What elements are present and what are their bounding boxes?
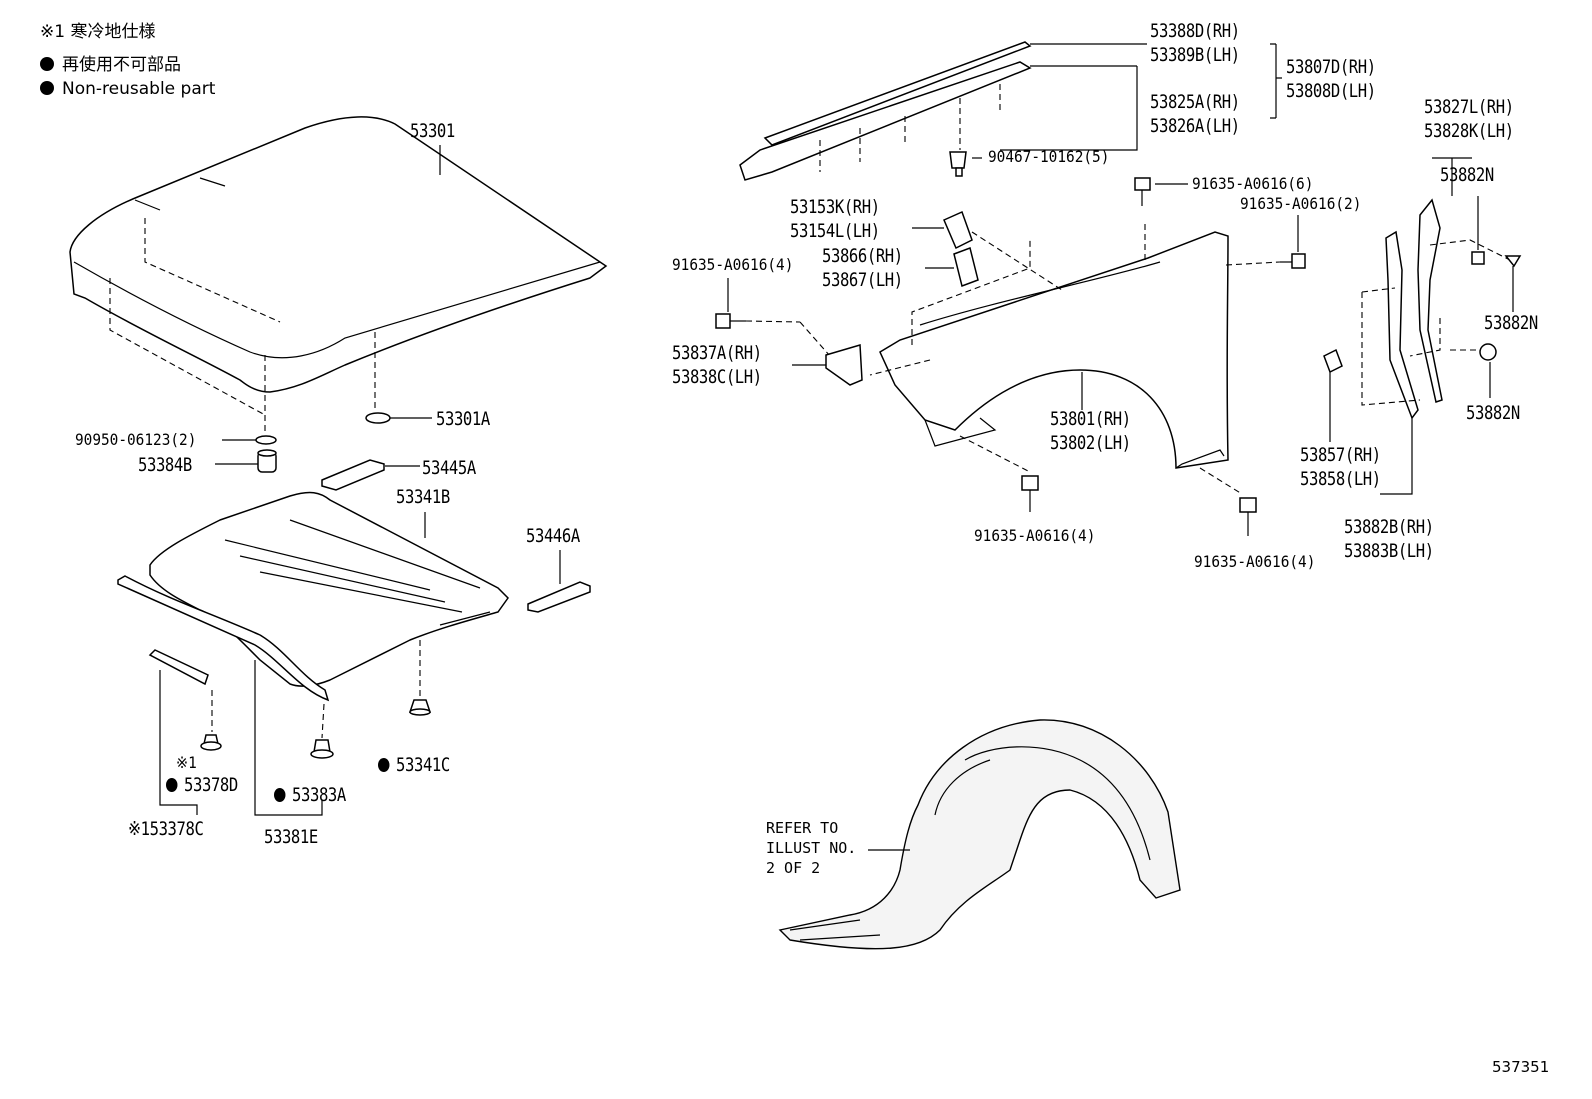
label-bracket-53445a[interactable]: 53445A [422,457,476,479]
label-bracket-53154l[interactable]: 53154L(LH) [790,220,880,242]
clip-53383a-shape[interactable] [310,739,334,759]
clip-53882n-3-shape[interactable] [1479,343,1497,361]
seal-53857-clip-shape[interactable] [1323,348,1343,374]
label-clip-53341c[interactable]: 53341C [378,754,450,776]
label-clip-n1[interactable]: 53882N [1440,164,1494,186]
bolt-91635-6-shape[interactable] [1134,177,1151,206]
label-liner-rh[interactable]: 53827L(RH) [1424,96,1514,118]
note-cold-spec: ※1 寒冷地仕様 [40,22,156,42]
label-clip-90467[interactable]: 90467-10162(5) [988,147,1110,166]
bolt-91635-2-shape[interactable] [1280,253,1306,269]
hood-seal-53381e[interactable] [117,575,330,702]
label-hood-clip[interactable]: 90950-06123(2) [75,430,197,449]
label-bracket-53446a[interactable]: 53446A [526,525,580,547]
bracket-53866-shape[interactable] [953,247,979,287]
label-seal-53381e[interactable]: 53381E [264,826,318,848]
note-nonreusable-ja: 再使用不可部品 [40,53,181,77]
label-clip-53383a-text: 53383A [292,784,346,806]
label-bracket-53838c[interactable]: 53838C(LH) [672,366,762,388]
label-fender-lh[interactable]: 53802(LH) [1050,432,1131,454]
nonreusable-dot-icon [378,758,390,772]
label-liner-lh[interactable]: 53828K(LH) [1424,120,1514,142]
nonreusable-dot-icon [40,81,54,95]
label-bolt-4-mid[interactable]: 91635-A0616(4) [974,526,1096,545]
hood-seal-53378c[interactable] [148,649,209,686]
label-seal-set-lh[interactable]: 53808D(LH) [1286,80,1376,102]
label-bracket-53867[interactable]: 53867(LH) [822,269,903,291]
hood-clip-shape[interactable] [255,435,277,445]
bracket-53446a-shape[interactable] [527,581,591,613]
label-clip-n3[interactable]: 53882N [1466,402,1520,424]
fender-moulding[interactable] [739,41,1032,181]
label-clip-53383a[interactable]: 53383A [274,784,346,806]
bolt-91635-4-left-shape[interactable] [715,313,746,329]
bolt-91635-4-mid-shape[interactable] [1021,475,1039,512]
label-bolt-2[interactable]: 91635-A0616(2) [1240,194,1362,213]
label-bracket-53153k[interactable]: 53153K(RH) [790,196,880,218]
label-bolt-4-left[interactable]: 91635-A0616(4) [672,255,794,274]
bracket-53445a-shape[interactable] [321,459,385,491]
illustration-code: 537351 [1492,1058,1550,1076]
fender-liner-53827l[interactable] [1417,198,1443,403]
clip-53341c-shape[interactable] [408,699,432,716]
note-nonreusable-ja-text: 再使用不可部品 [62,55,181,75]
nonreusable-dot-icon [274,788,286,802]
label-seal-53882b[interactable]: 53882B(RH) [1344,516,1434,538]
fender-seal-53857[interactable] [1385,230,1419,420]
label-clip-53378d[interactable]: 53378D [166,774,238,796]
label-clip-53341c-text: 53341C [396,754,450,776]
label-hood-pad[interactable]: 53301A [436,408,490,430]
label-cover-lh[interactable]: 53826A(LH) [1150,115,1240,137]
hood-cushion-shape[interactable] [257,449,277,473]
label-cold-mark-small: ※1 [176,753,197,772]
nonreusable-dot-icon [40,57,54,71]
label-seal-rh[interactable]: 53388D(RH) [1150,20,1240,42]
label-seal-53857[interactable]: 53857(RH) [1300,444,1381,466]
nonreusable-dot-icon [166,778,178,792]
inner-fender-liner[interactable] [778,719,1181,950]
label-bolt-4-right[interactable]: 91635-A0616(4) [1194,552,1316,571]
label-bracket-53866[interactable]: 53866(RH) [822,245,903,267]
clip-53378d-shape[interactable] [200,734,222,751]
label-insulator[interactable]: 53341B [396,486,450,508]
bolt-91635-4-right-shape[interactable] [1239,497,1257,536]
hood-pad-shape[interactable] [365,412,391,424]
bracket-53837a-shape[interactable] [825,344,863,386]
hood-insulator[interactable] [149,491,509,687]
label-fender-rh[interactable]: 53801(RH) [1050,408,1131,430]
label-cover-rh[interactable]: 53825A(RH) [1150,91,1240,113]
label-seal-53378c-text: 53378C [149,818,204,840]
label-seal-53378c[interactable]: ※153378C [128,818,204,840]
label-seal-53883b[interactable]: 53883B(LH) [1344,540,1434,562]
label-bracket-53837a[interactable]: 53837A(RH) [672,342,762,364]
refer-note: REFER TO ILLUST NO. 2 OF 2 [766,819,857,877]
hood-panel[interactable] [69,116,608,393]
bracket-53153k-shape[interactable] [943,210,973,250]
clip-53882n-1-shape[interactable] [1471,251,1485,265]
label-cold-mark-c: ※1 [128,818,150,840]
label-bolt-6[interactable]: 91635-A0616(6) [1192,174,1314,193]
label-clip-n2[interactable]: 53882N [1484,312,1538,334]
note-nonreusable-en-text: Non-reusable part [62,79,216,99]
label-seal-53858[interactable]: 53858(LH) [1300,468,1381,490]
label-hood-cushion[interactable]: 53384B [138,454,192,476]
note-nonreusable-en: Non-reusable part [40,77,215,101]
clip-53882n-2-shape[interactable] [1504,255,1522,268]
label-clip-53378d-text: 53378D [184,774,238,796]
clip-90467-shape[interactable] [949,151,967,177]
label-seal-set-rh[interactable]: 53807D(RH) [1286,56,1376,78]
label-hood[interactable]: 53301 [410,120,455,142]
label-seal-lh[interactable]: 53389B(LH) [1150,44,1240,66]
